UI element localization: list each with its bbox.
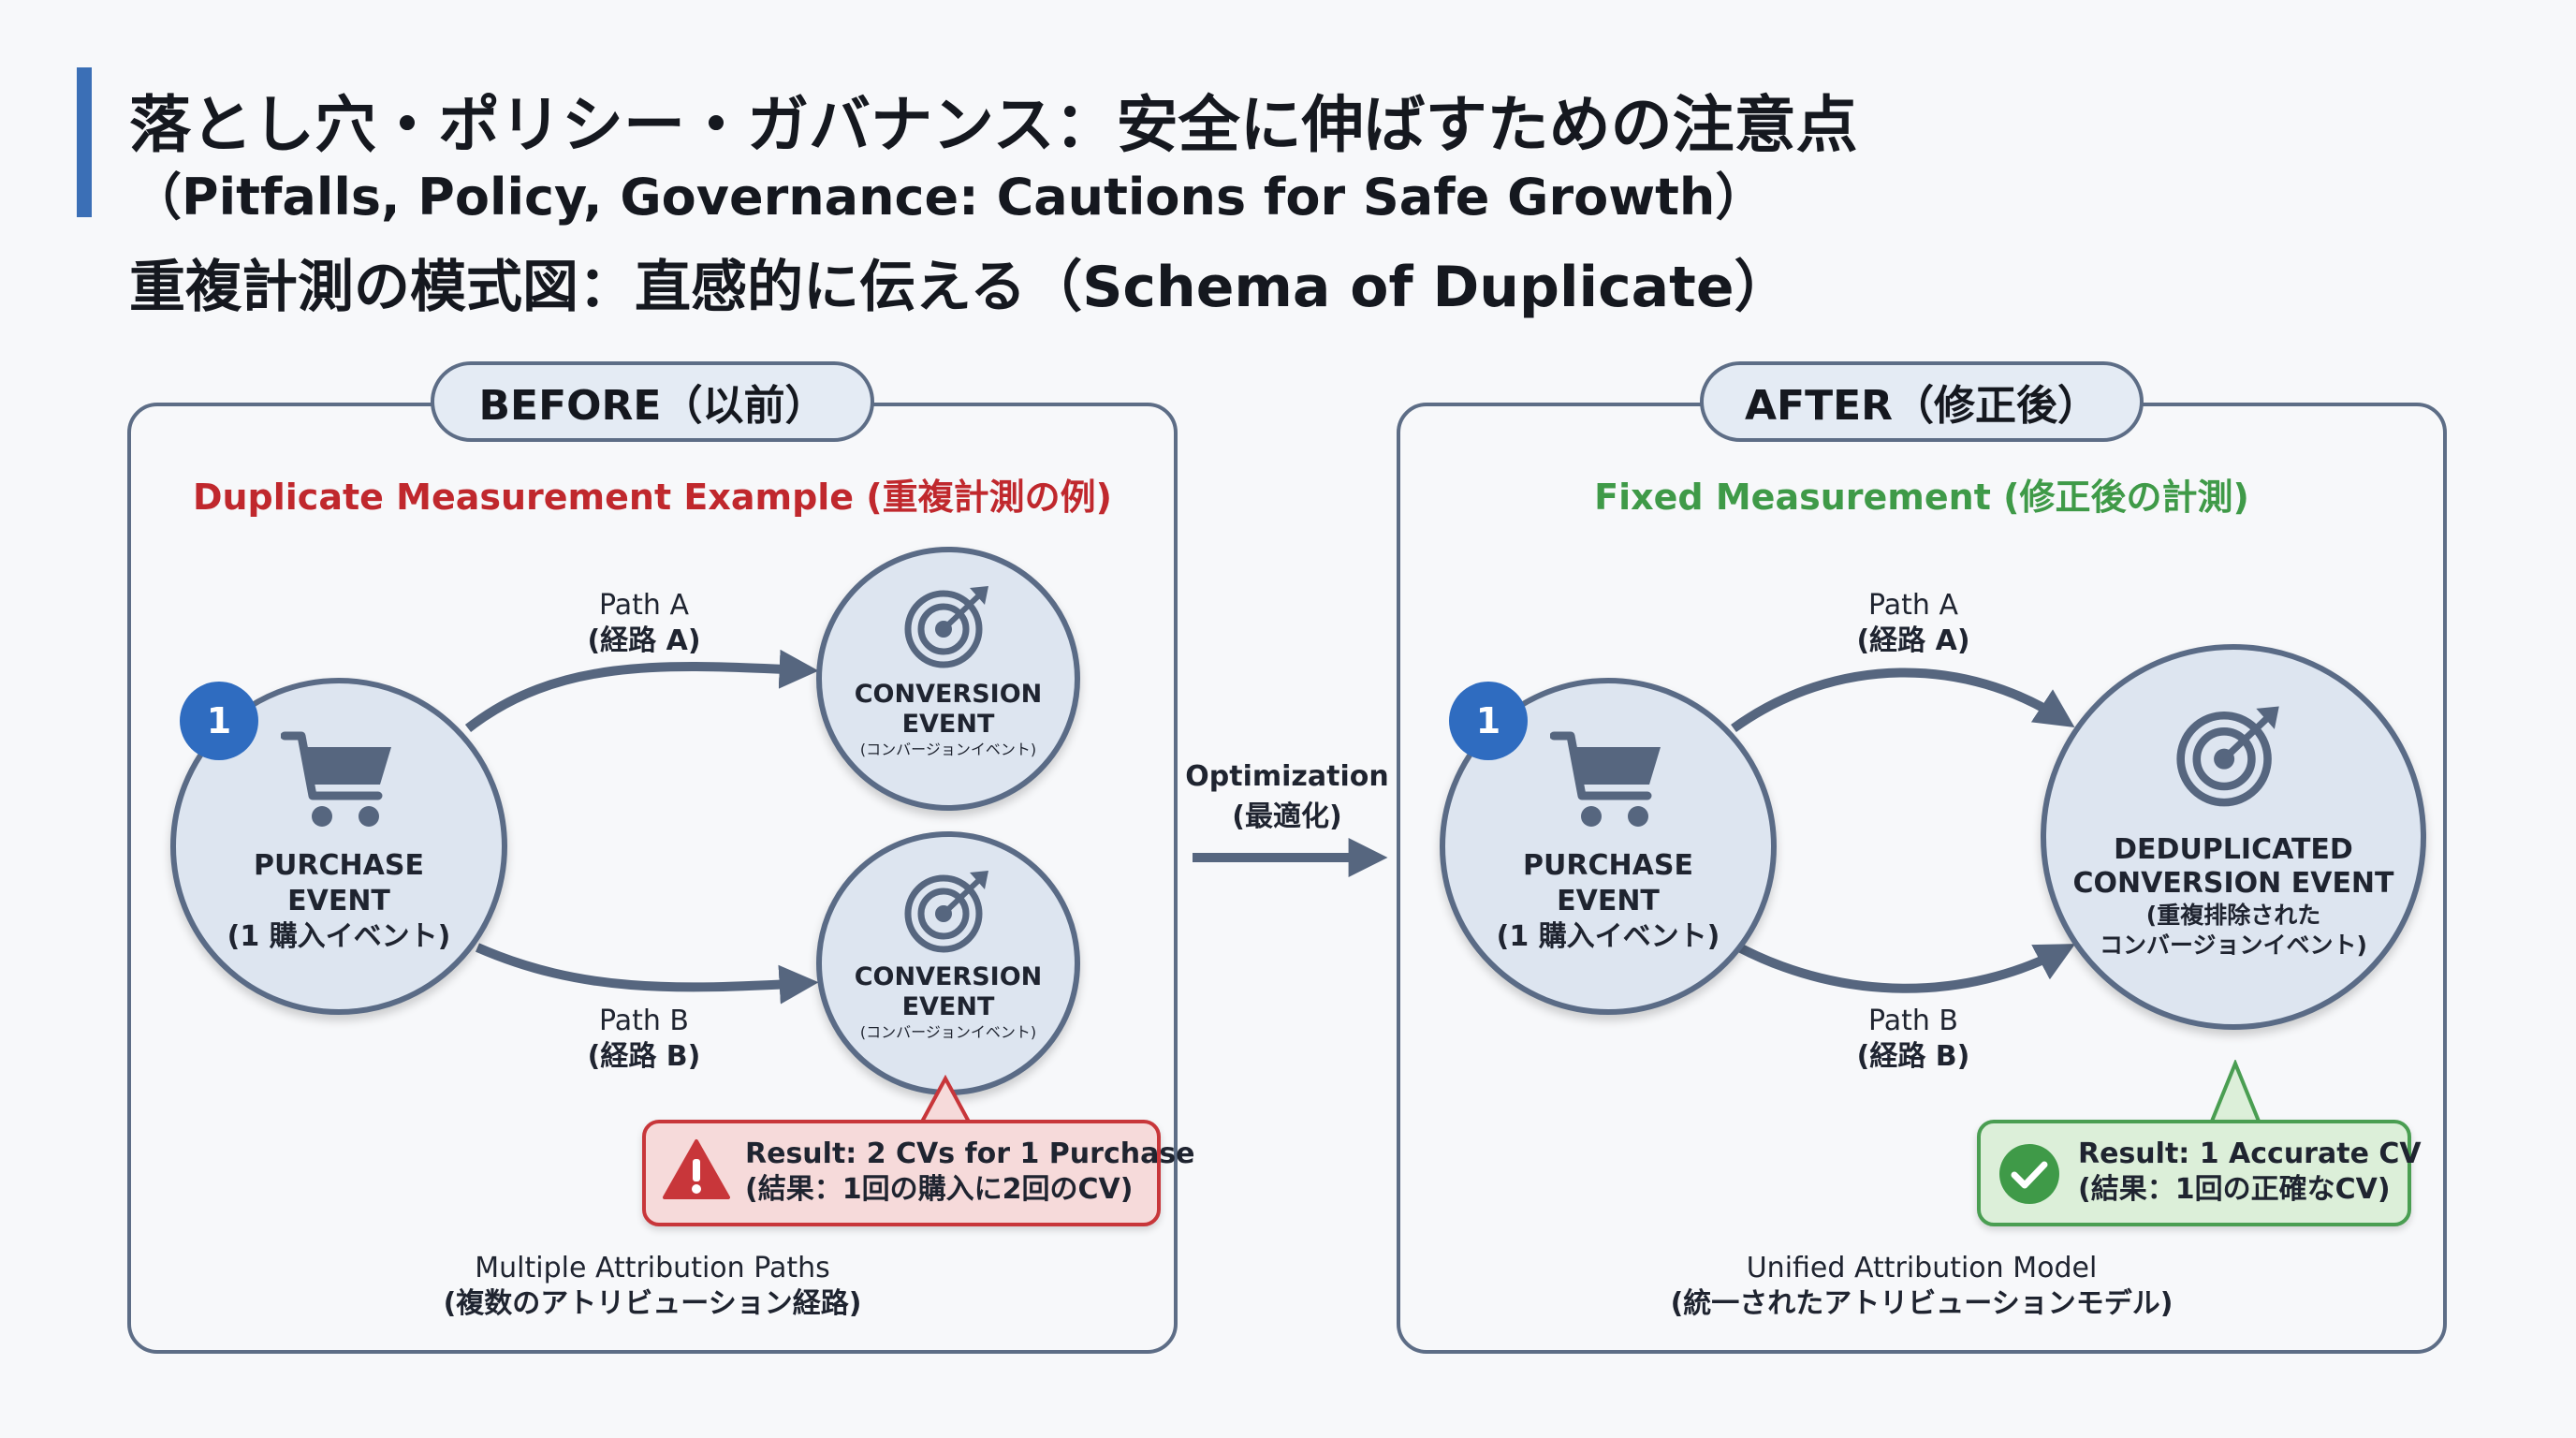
- page-subtitle: （Pitfalls, Policy, Governance: Cautions …: [131, 168, 1766, 227]
- warning-icon: [663, 1139, 730, 1199]
- after-heading: Fixed Measurement (修正後の計測): [1594, 477, 2249, 518]
- check-icon: [1999, 1144, 2059, 1204]
- after-path-b-arrow: [1736, 943, 2076, 993]
- shopping-cart-icon: [1550, 731, 1661, 827]
- after-path-a-arrow: [1731, 668, 2075, 733]
- callout-pointer-red: [919, 1075, 972, 1124]
- before-caption: Multiple Attribution Paths (複数のアトリビューション…: [443, 1252, 862, 1320]
- optimization-label: Optimization (最適化): [1185, 760, 1389, 833]
- after-count-badge: 1: [1449, 682, 1528, 760]
- shopping-cart-icon: [281, 731, 391, 827]
- target-icon: [904, 586, 988, 668]
- before-heading: Duplicate Measurement Example (重複計測の例): [192, 477, 1113, 518]
- callout-pointer-green: [2209, 1060, 2261, 1124]
- after-dedup-node: [2041, 644, 2426, 1030]
- before-count-badge: 1: [180, 682, 258, 760]
- before-path-b-arrow: [476, 943, 819, 1005]
- before-path-a-label: Path A (経路 A): [587, 589, 701, 657]
- after-label: AFTER（修正後）: [1700, 361, 2144, 442]
- before-path-b-label: Path B (経路 B): [587, 1005, 701, 1073]
- after-path-b-label: Path B (経路 B): [1856, 1005, 1970, 1073]
- after-purchase-text: PURCHASE EVENT (1 購入イベント): [1496, 849, 1720, 953]
- after-result-text: Result: 1 Accurate CV (結果：1回の正確なCV): [2078, 1137, 2422, 1206]
- after-caption: Unified Attribution Model (統一されたアトリビューショ…: [1670, 1252, 2174, 1320]
- before-path-a-arrow: [464, 649, 819, 732]
- section-title: 重複計測の模式図：直感的に伝える（Schema of Duplicate）: [129, 255, 1791, 320]
- before-conversion-text-b: CONVERSION EVENT (コンバージョンイベント): [854, 962, 1043, 1041]
- before-result-callout: [642, 1120, 1161, 1226]
- after-dedup-text: DEDUPLICATED CONVERSION EVENT (重複排除された コ…: [2072, 833, 2394, 959]
- before-conversion-text-a: CONVERSION EVENT (コンバージョンイベント): [854, 680, 1043, 758]
- target-icon: [904, 871, 988, 953]
- after-path-a-label: Path A (経路 A): [1856, 589, 1970, 657]
- page-title: 落とし穴・ポリシー・ガバナンス：安全に伸ばすための注意点: [129, 89, 1858, 161]
- before-label: BEFORE（以前）: [431, 361, 874, 442]
- before-result-text: Result: 2 CVs for 1 Purchase (結果：1回の購入に2…: [745, 1137, 1195, 1206]
- title-accent-bar: [77, 67, 92, 217]
- target-icon: [2176, 706, 2279, 807]
- before-purchase-text: PURCHASE EVENT (1 購入イベント): [227, 849, 451, 953]
